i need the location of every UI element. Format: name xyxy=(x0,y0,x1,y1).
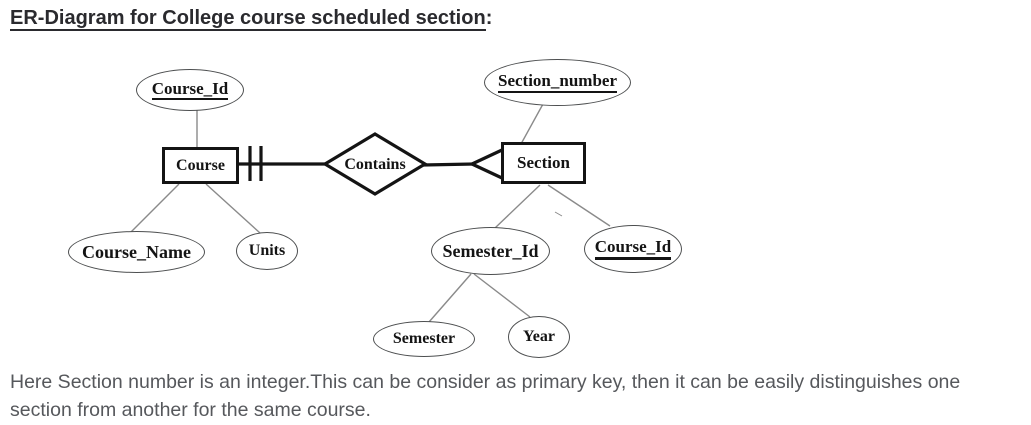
attribute-year: Year xyxy=(508,316,570,358)
attribute-semester-id: Semester_Id xyxy=(431,227,550,275)
attribute-label-course-id: Course_Id xyxy=(151,79,229,101)
attribute-course-id-of-course: Course_Id xyxy=(136,69,244,111)
attribute-connector-lines xyxy=(130,103,611,323)
description-line-1: Here Section number is an integer.This c… xyxy=(10,371,961,393)
entity-label-section: Section xyxy=(517,153,570,172)
attribute-label-section-number: Section_number xyxy=(498,72,617,93)
attribute-course-id-of-section: Course_Id xyxy=(584,225,682,273)
attribute-label-course-id-2: Course_Id xyxy=(594,238,672,260)
line-course-to-units xyxy=(205,183,261,234)
attribute-label-semester: Semester xyxy=(392,330,456,347)
relationship-label: Contains xyxy=(344,156,406,173)
attribute-label-course-name: Course_Name xyxy=(82,241,191,262)
crows-foot-upper-leg xyxy=(471,148,503,166)
page-title-colon: : xyxy=(485,7,493,29)
attribute-course-name: Course_Name xyxy=(68,231,205,273)
attribute-units: Units xyxy=(236,232,298,270)
line-contains-to-section xyxy=(422,162,475,167)
relationship-lines xyxy=(239,146,503,181)
page-title: ER-Diagram for College course scheduled … xyxy=(10,7,493,31)
attribute-section-number: Section_number xyxy=(484,59,631,106)
line-course-to-coursename xyxy=(130,183,180,233)
stray-mark xyxy=(554,211,563,217)
line-section-to-semesterid xyxy=(494,184,541,229)
page-title-underlined: ER-Diagram for College course scheduled … xyxy=(10,7,486,31)
attribute-label-semester-id: Semester_Id xyxy=(442,240,539,261)
line-section-to-courseid xyxy=(547,184,611,227)
entity-section: Section xyxy=(501,142,586,184)
entity-label-course: Course xyxy=(176,156,225,174)
entity-course: Course xyxy=(162,147,239,184)
description-line-2: section from another for the same course… xyxy=(10,399,371,421)
relationship-diamond xyxy=(321,132,429,196)
attribute-label-units: Units xyxy=(248,242,286,259)
line-sectionnumber-to-section xyxy=(520,103,544,145)
crows-foot-lower-leg xyxy=(471,162,503,180)
line-semesterid-to-semester xyxy=(428,273,472,323)
attribute-semester: Semester xyxy=(373,321,475,357)
line-semesterid-to-year xyxy=(473,273,531,318)
description-paragraph: Here Section number is an integer.This c… xyxy=(10,368,960,424)
attribute-label-year: Year xyxy=(523,328,555,345)
